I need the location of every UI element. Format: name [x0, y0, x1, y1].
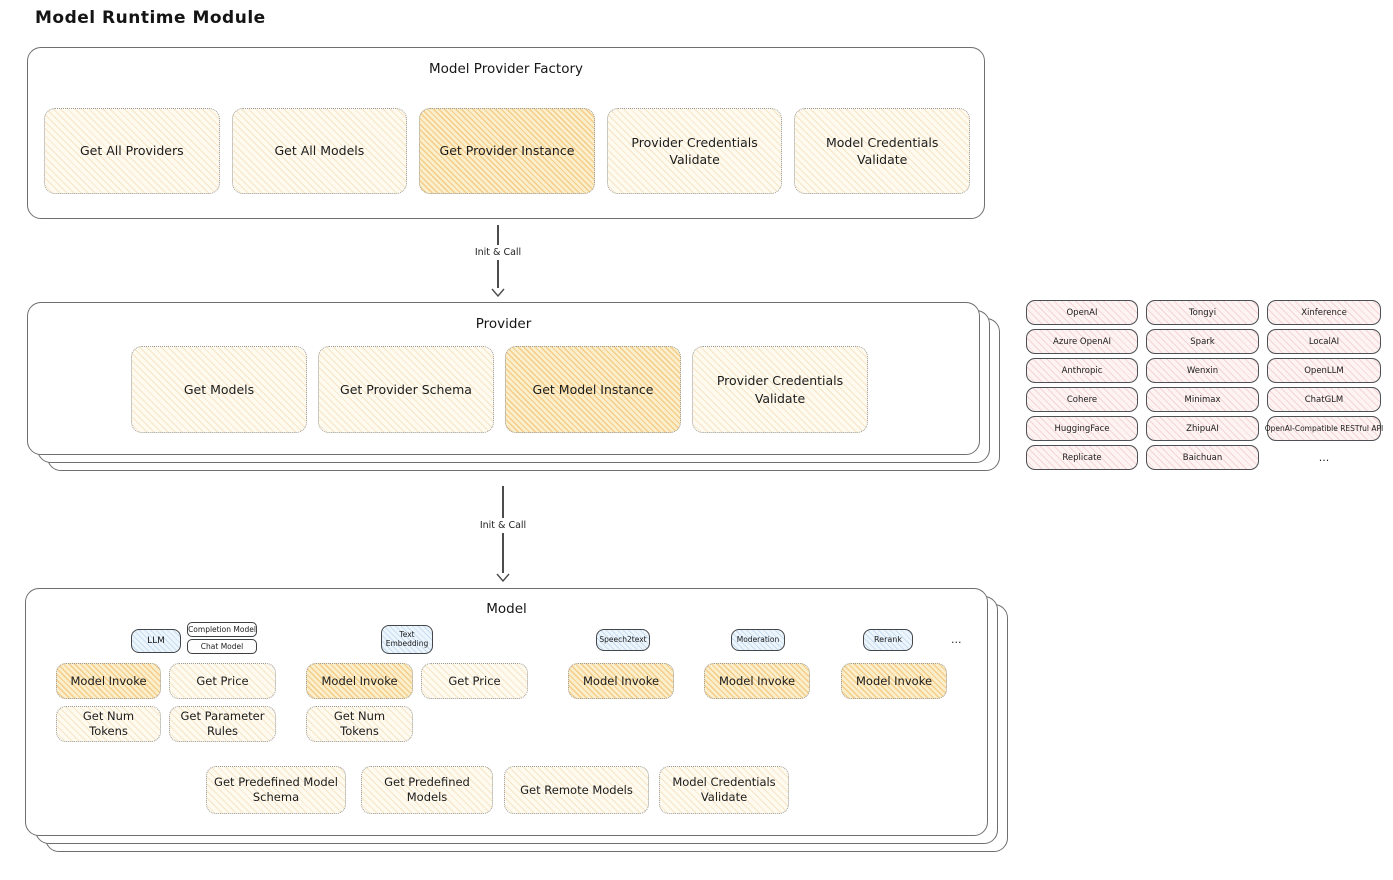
provider-pill: ZhipuAI [1146, 416, 1259, 441]
arrow-line [502, 486, 504, 518]
tab-speech2text: Speech2text [596, 629, 650, 651]
provider-pill: ChatGLM [1267, 387, 1381, 412]
tab-moderation: Moderation [731, 629, 785, 651]
factory-panel: Model Provider Factory Get All Providers… [27, 47, 985, 219]
op-provider-cred-validate: Provider Credentials Validate [606, 108, 783, 194]
provider-pill: OpenAI [1026, 300, 1138, 325]
provider-pill: HuggingFace [1026, 416, 1138, 441]
provider-pill: Xinference [1267, 300, 1381, 325]
arrow-head-icon [491, 288, 505, 297]
provider-list-more: ... [1318, 451, 1330, 464]
op-get-provider-schema: Get Provider Schema [318, 346, 494, 433]
provider-button-row: Get Models Get Provider Schema Get Model… [131, 346, 868, 433]
op-provider-cred-validate-2: Provider Credentials Validate [692, 346, 868, 433]
tab-rerank: Rerank [863, 629, 913, 651]
op-mod-model-invoke: Model Invoke [704, 663, 810, 699]
factory-button-row: Get All Providers Get All Models Get Pro… [44, 108, 970, 194]
op-model-cred-validate: Model Credentials Validate [794, 108, 970, 194]
op-get-all-providers: Get All Providers [44, 108, 220, 194]
provider-pill: Baichuan [1146, 445, 1259, 470]
tab-llm: LLM [131, 629, 181, 653]
arrow-label: Init & Call [479, 520, 527, 531]
op-get-predefined-model-schema: Get Predefined Model Schema [206, 766, 346, 814]
op-model-credentials-validate: Model Credentials Validate [659, 766, 789, 814]
arrow-line [497, 260, 499, 288]
provider-pill: Wenxin [1146, 358, 1259, 383]
tab-chat-model: Chat Model [187, 639, 257, 654]
provider-pill: Spark [1146, 329, 1259, 354]
page-title: Model Runtime Module [35, 8, 266, 28]
op-get-remote-models: Get Remote Models [504, 766, 649, 814]
arrow-line [497, 225, 499, 245]
op-llm-get-param-rules: Get Parameter Rules [169, 706, 276, 742]
tab-completion-model: Completion Model [187, 622, 257, 637]
tab-text-embedding: Text Embedding [381, 625, 433, 654]
op-get-model-instance: Get Model Instance [505, 346, 681, 433]
provider-pill: Replicate [1026, 445, 1138, 470]
tabs-more: ... [951, 633, 962, 646]
op-s2t-model-invoke: Model Invoke [568, 663, 674, 699]
op-te-get-price: Get Price [421, 663, 528, 699]
op-llm-get-num-tokens: Get Num Tokens [56, 706, 161, 742]
factory-title: Model Provider Factory [428, 61, 583, 77]
provider-pill: Anthropic [1026, 358, 1138, 383]
arrow-label: Init & Call [474, 247, 522, 258]
model-panel: Model LLM Completion Model Chat Model Te… [25, 588, 988, 836]
arrow-factory-to-provider: Init & Call [463, 225, 533, 297]
provider-list: OpenAI Tongyi Xinference Azure OpenAI Sp… [1026, 300, 1383, 470]
op-get-provider-instance: Get Provider Instance [419, 108, 595, 194]
op-te-get-num-tokens: Get Num Tokens [306, 706, 413, 742]
provider-title: Provider [475, 316, 532, 332]
op-llm-model-invoke: Model Invoke [56, 663, 161, 699]
op-rerank-model-invoke: Model Invoke [841, 663, 947, 699]
provider-pill: OpenLLM [1267, 358, 1381, 383]
arrow-head-icon [496, 573, 510, 582]
op-te-model-invoke: Model Invoke [306, 663, 413, 699]
op-get-predefined-models: Get Predefined Models [361, 766, 493, 814]
op-get-models: Get Models [131, 346, 307, 433]
arrow-line [502, 533, 504, 573]
provider-pill: Tongyi [1146, 300, 1259, 325]
provider-panel: Provider Get Models Get Provider Schema … [27, 302, 980, 455]
provider-pill: OpenAI-Compatible RESTful API [1265, 416, 1383, 441]
arrow-provider-to-model: Init & Call [468, 486, 538, 582]
op-get-all-models: Get All Models [231, 108, 408, 194]
provider-pill: Cohere [1026, 387, 1138, 412]
provider-pill: Minimax [1146, 387, 1259, 412]
op-llm-get-price: Get Price [169, 663, 276, 699]
model-title: Model [486, 601, 527, 617]
provider-pill: LocalAI [1267, 329, 1381, 354]
provider-pill: Azure OpenAI [1026, 329, 1138, 354]
